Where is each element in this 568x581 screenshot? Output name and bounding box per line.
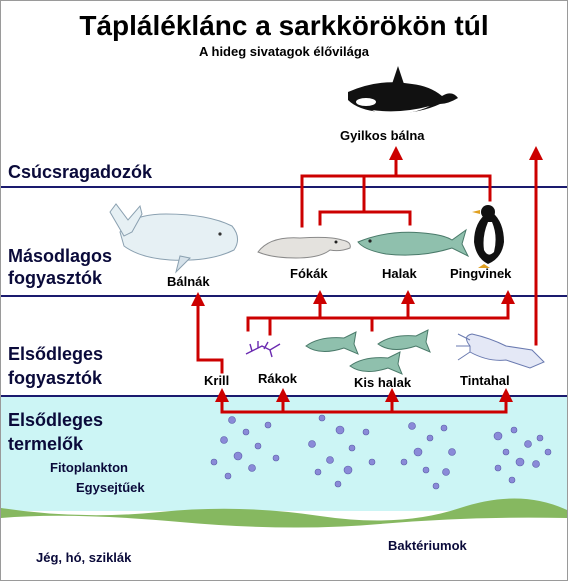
- arrowhead-orca-right: [529, 146, 543, 160]
- label-krill: Krill: [204, 373, 230, 388]
- plankton-cluster: [210, 414, 552, 490]
- arrowheads: [191, 146, 543, 402]
- diagram-subtitle: A hideg sivatagok élővilága: [198, 44, 369, 59]
- producers-line-1: Fitoplankton: [50, 460, 128, 475]
- penguin-illustration: [472, 205, 504, 268]
- arrowhead-crabs: [276, 388, 290, 402]
- label-seals: Fókák: [290, 266, 328, 281]
- label-small-fish: Kis halak: [354, 375, 412, 390]
- arrowhead-squid: [499, 388, 513, 402]
- label-crabs: Rákok: [258, 371, 298, 386]
- krill-illustration: [245, 341, 281, 358]
- arrowhead-whales: [191, 292, 205, 306]
- food-web-links: [196, 156, 538, 414]
- arrowhead-orca: [389, 146, 403, 160]
- arrowhead-krill: [215, 388, 229, 402]
- whale-illustration: [109, 203, 238, 274]
- arrowhead-penguins: [501, 290, 515, 304]
- fish-illustration: [357, 228, 470, 258]
- label-whales: Bálnák: [167, 274, 210, 289]
- level-label-secondary-1: Másodlagos: [8, 246, 113, 266]
- squid-illustration: [456, 333, 545, 369]
- label-orca: Gyilkos bálna: [340, 128, 425, 143]
- level-label-apex: Csúcsragadozók: [8, 162, 153, 182]
- arrowhead-fish: [401, 290, 415, 304]
- arrowhead-small-fish: [385, 388, 399, 402]
- label-fish: Halak: [382, 266, 417, 281]
- level-label-primary-1: Elsődleges: [8, 344, 104, 364]
- level-label-producers-2: termelők: [8, 434, 84, 454]
- level-label-secondary-2: fogyasztók: [8, 268, 103, 288]
- ground-strip: [1, 498, 567, 528]
- small-fish-illustration: [305, 329, 431, 375]
- level-label-primary-2: fogyasztók: [8, 368, 103, 388]
- bottom-right-label: Baktériumok: [388, 538, 467, 553]
- link-krill-whales: [196, 304, 224, 374]
- water-zone: [1, 396, 567, 511]
- label-penguins: Pingvinek: [450, 266, 512, 281]
- arrowhead-seals: [313, 290, 327, 304]
- seal-illustration: [257, 236, 351, 259]
- bottom-left-label: Jég, hó, sziklák: [36, 550, 132, 565]
- orca-illustration: [348, 66, 458, 115]
- level-label-producers-1: Elsődleges: [8, 410, 104, 430]
- label-squid: Tintahal: [460, 373, 510, 388]
- producers-line-2: Egysejtűek: [76, 480, 145, 495]
- diagram-title: Tápláléklánc a sarkkörökön túl: [79, 10, 489, 41]
